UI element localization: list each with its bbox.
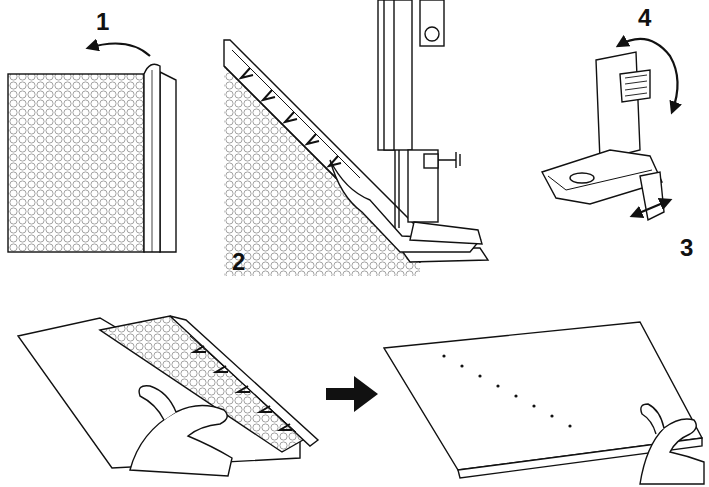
folded-fabric bbox=[8, 64, 176, 252]
machine-sewing bbox=[224, 0, 488, 276]
callout-number: 4 bbox=[638, 6, 651, 30]
callout-number: 1 bbox=[96, 10, 109, 34]
hemmed-fabric bbox=[18, 316, 318, 476]
turn-arrow bbox=[618, 39, 678, 112]
fold-arrow bbox=[88, 44, 150, 57]
callout-number: 3 bbox=[680, 236, 693, 260]
adjust-arrow bbox=[632, 200, 670, 216]
callout-number: 2 bbox=[232, 250, 245, 274]
finished-hem bbox=[384, 322, 704, 484]
blind-hem-foot bbox=[542, 52, 664, 220]
result-arrow bbox=[326, 376, 378, 412]
